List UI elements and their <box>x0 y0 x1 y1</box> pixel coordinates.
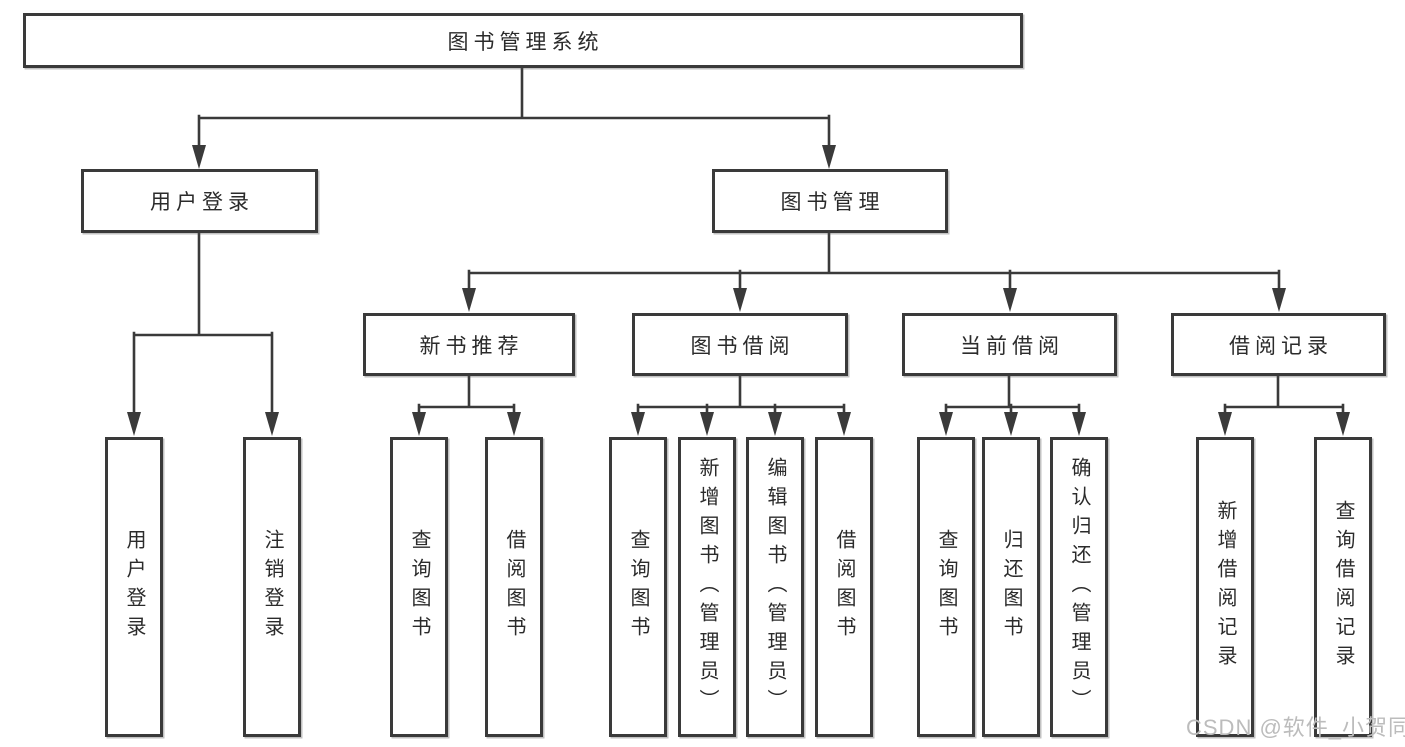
node-borrow-books-recommend: 借阅图书 <box>485 437 543 737</box>
arrow-icon <box>1004 412 1018 436</box>
node-book-borrow: 图书借阅 <box>632 313 848 376</box>
connector-user-login-to-children <box>132 230 274 418</box>
arrow-icon <box>265 412 279 436</box>
node-borrow-records: 借阅记录 <box>1171 313 1386 376</box>
node-current-borrow: 当前借阅 <box>902 313 1117 376</box>
arrow-icon <box>1336 412 1350 436</box>
arrow-icon <box>127 412 141 436</box>
node-borrow-books-leaf: 借阅图书 <box>815 437 873 737</box>
node-add-borrow-record: 新增借阅记录 <box>1196 437 1254 737</box>
arrow-icon <box>837 412 851 436</box>
arrow-icon <box>1003 288 1017 312</box>
arrow-icon <box>192 145 206 169</box>
arrow-icon <box>1272 288 1286 312</box>
arrow-icon <box>939 412 953 436</box>
arrow-icon <box>768 412 782 436</box>
connector-current-borrow-to-children <box>944 373 1081 418</box>
node-confirm-return-admin: 确认归还（管理员） <box>1050 437 1108 737</box>
node-query-books-current: 查询图书 <box>917 437 975 737</box>
node-user-login: 用户登录 <box>81 169 318 233</box>
node-query-books-recommend: 查询图书 <box>390 437 448 737</box>
connector-borrow-records-to-children <box>1223 373 1345 418</box>
node-book-management: 图书管理 <box>712 169 948 233</box>
arrow-icon <box>507 412 521 436</box>
connector-new-book-recommend-to-children <box>417 373 516 418</box>
watermark: CSDN @软件_小贺同学 <box>1186 715 1405 740</box>
arrowheads <box>127 145 1350 436</box>
node-logout: 注销登录 <box>243 437 301 737</box>
arrow-icon <box>733 288 747 312</box>
connector-book-management-to-level3 <box>467 230 1281 294</box>
connector-book-borrow-to-children <box>636 373 846 418</box>
arrow-icon <box>462 288 476 312</box>
node-query-borrow-record: 查询借阅记录 <box>1314 437 1372 737</box>
arrow-icon <box>1072 412 1086 436</box>
node-query-books-borrow: 查询图书 <box>609 437 667 737</box>
node-user-login-leaf: 用户登录 <box>105 437 163 737</box>
node-return-book: 归还图书 <box>982 437 1040 737</box>
arrow-icon <box>412 412 426 436</box>
connector-root-to-level2 <box>197 65 831 150</box>
node-root: 图书管理系统 <box>23 13 1023 68</box>
arrow-icon <box>1218 412 1232 436</box>
arrow-icon <box>700 412 714 436</box>
arrow-icon <box>631 412 645 436</box>
arrow-icon <box>822 145 836 169</box>
node-edit-book-admin: 编辑图书（管理员） <box>746 437 804 737</box>
node-new-book-recommend: 新书推荐 <box>363 313 575 376</box>
node-add-book-admin: 新增图书（管理员） <box>678 437 736 737</box>
